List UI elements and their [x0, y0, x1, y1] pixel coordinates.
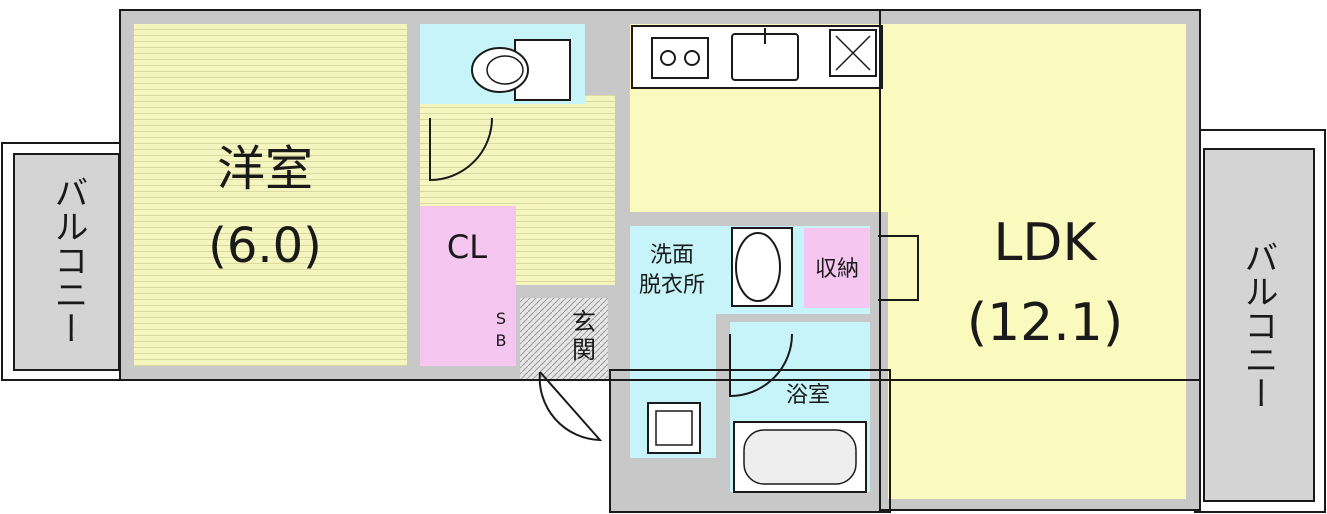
outline [119, 9, 1201, 513]
sink-icon [731, 28, 799, 81]
entrance-floor [520, 298, 608, 380]
entrance-label-2: 関 [572, 336, 596, 364]
shoe-box-label-2: B [496, 331, 507, 350]
shoe-box-label-1: S [496, 309, 506, 328]
bathtub-icon [733, 421, 867, 493]
ldk-size: (12.1) [967, 293, 1123, 353]
kitchen-counter [631, 25, 883, 89]
western-room-floor [134, 24, 407, 366]
storage-label: 収納 [815, 257, 859, 282]
bathroom-label: 浴室 [786, 383, 830, 408]
fridge-icon [829, 29, 877, 77]
ldk-floor-main [888, 24, 1186, 499]
washbasin-icon [731, 227, 793, 307]
washroom-label-1: 洗面 [650, 243, 694, 268]
storage-room [804, 228, 870, 308]
stove-icon [651, 37, 709, 79]
balcony-left [1, 142, 131, 381]
washroom-label-2: 脱衣所 [639, 273, 705, 298]
closet-label: CL [447, 228, 487, 266]
ldk-label: LDK [993, 213, 1098, 273]
entrance-label-1: 玄 [572, 308, 596, 336]
western-room-size: (6.0) [208, 218, 322, 274]
balcony-right-label: バルコニー [1238, 240, 1278, 410]
doors [429, 117, 919, 442]
western-room-label: 洋室 [217, 141, 313, 197]
shoe-box [486, 298, 516, 356]
toilet-icon [471, 39, 571, 101]
balcony-left-label: バルコニー [48, 175, 88, 345]
ldk-floor-mid [630, 90, 875, 212]
balcony-right [1194, 129, 1326, 513]
washing-machine-icon [647, 402, 701, 454]
